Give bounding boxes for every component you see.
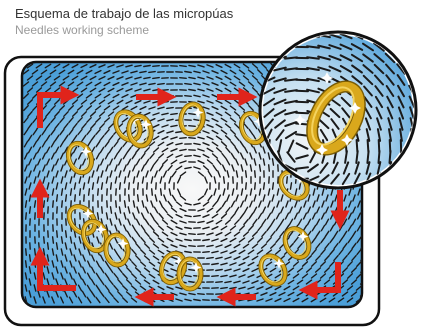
sparkle-icon xyxy=(140,119,152,130)
gold-ring-icon xyxy=(126,113,154,149)
sparkle-icon xyxy=(173,256,185,267)
diagram-subtitle: Needles working scheme xyxy=(15,23,150,37)
circulation-arrow-icon xyxy=(298,262,341,300)
sparkle-icon xyxy=(190,262,202,273)
circulation-arrows xyxy=(30,85,350,307)
gold-ring-icon xyxy=(113,109,143,143)
sparkle-icon xyxy=(80,146,92,157)
gold-ring-icon xyxy=(158,250,188,286)
gold-ring-icon xyxy=(178,101,206,137)
magnifier-circle-icon xyxy=(258,30,418,190)
gold-ring-icon xyxy=(80,218,110,254)
circulation-arrow-icon xyxy=(30,246,76,291)
diagram-title: Esquema de trabajo de las micropúas xyxy=(15,6,234,21)
gold-ring-icon xyxy=(103,232,131,268)
sparkle-icon xyxy=(82,208,94,219)
sparkle-icon xyxy=(297,231,309,242)
sparkle-icon xyxy=(253,116,265,127)
sparkle-icon xyxy=(316,144,328,156)
sparkle-icon xyxy=(273,258,285,269)
sparkle-icon xyxy=(349,102,361,114)
gold-ring-icon xyxy=(176,256,204,292)
rings-group xyxy=(65,101,312,292)
sparkle-icon xyxy=(192,107,204,118)
sparkle-icon xyxy=(117,238,129,249)
sparkle-icon xyxy=(321,72,333,84)
circulation-arrow-icon xyxy=(37,85,80,128)
sparkle-icon xyxy=(341,134,353,146)
gold-ring-icon xyxy=(65,140,95,176)
sparkle-icon xyxy=(294,114,306,126)
gold-ring-icon xyxy=(258,253,288,287)
gold-ring-icon xyxy=(282,226,312,260)
sparkle-icon xyxy=(95,224,107,235)
